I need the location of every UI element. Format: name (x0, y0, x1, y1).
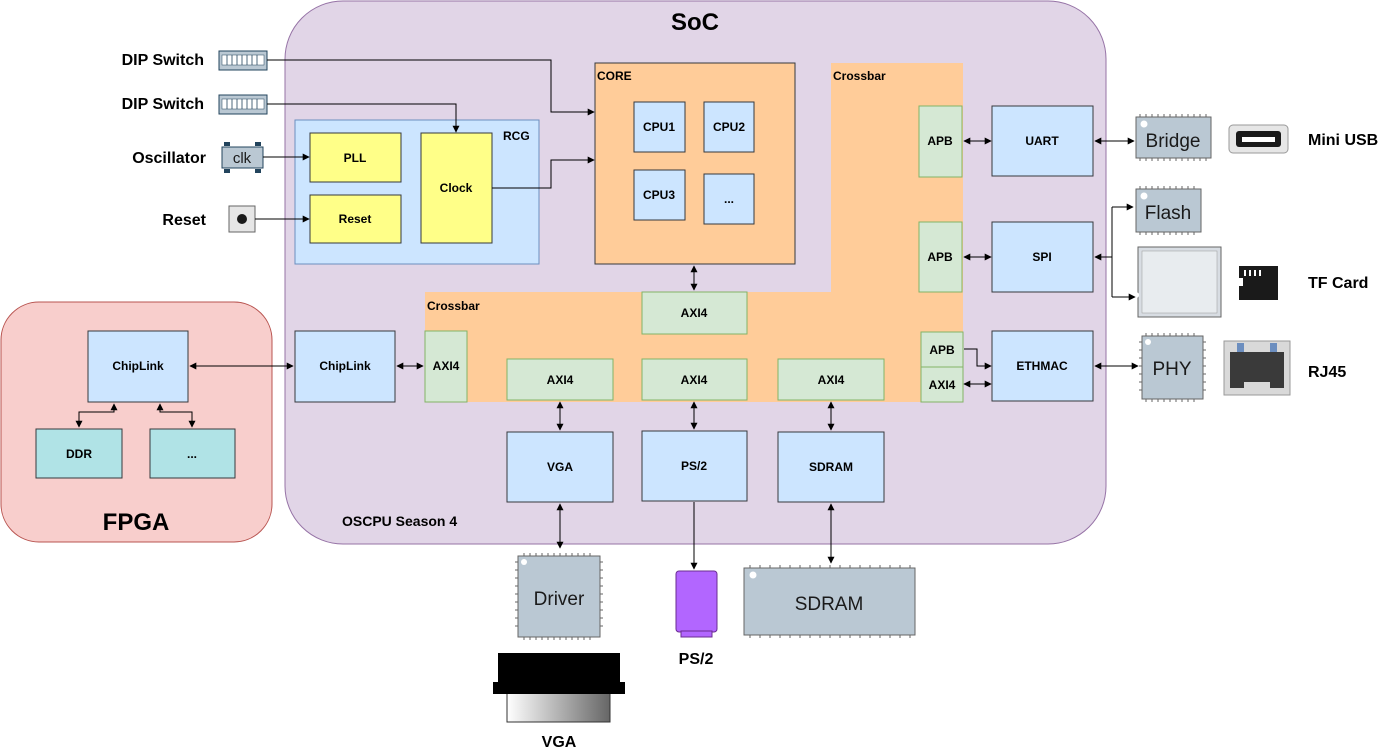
cpu3-label: CPU3 (643, 188, 675, 202)
sdram-chip-icon (743, 565, 916, 638)
clock-block (420, 132, 493, 244)
fpga-title: FPGA (103, 509, 170, 536)
vga-connector-icon (493, 653, 625, 723)
axi4-sdram-bus (777, 358, 885, 401)
rj45-label: RJ45 (1308, 364, 1346, 381)
spi-label: SPI (1032, 250, 1051, 264)
dip-switch-1-label: DIP Switch (122, 52, 204, 69)
apb-spi-bus (918, 221, 963, 293)
axi4-ps2-bus (641, 358, 748, 401)
oscillator-icon: clk (221, 142, 264, 173)
rj45-jack-icon (1223, 340, 1291, 396)
reset-button-icon (228, 205, 256, 233)
mini-usb-label: Mini USB (1308, 132, 1378, 149)
dip-switch-2-icon (218, 94, 268, 115)
core-label: CORE (597, 69, 632, 83)
bridge-label: Bridge (1146, 131, 1201, 152)
oscillator-label: Oscillator (132, 150, 206, 167)
axi4-core-bus (641, 291, 748, 335)
apb-eth-label: APB (929, 343, 955, 357)
crossbar-top-label: Crossbar (833, 69, 886, 83)
phy-label: PHY (1152, 359, 1191, 380)
reset-input-label: Reset (162, 212, 206, 229)
ethmac-label: ETHMAC (1016, 359, 1068, 373)
dip-switch-2-label: DIP Switch (122, 96, 204, 113)
cpu1-block (633, 101, 686, 153)
bridge-chip-icon (1135, 114, 1212, 161)
connection-wires (75, 59, 1139, 570)
ddr-label: DDR (66, 447, 92, 461)
cpu3-block (633, 169, 686, 221)
ps2-label: PS/2 (679, 651, 714, 668)
tf-card-label: TF Card (1308, 275, 1368, 292)
reset-block-label: Reset (339, 212, 372, 226)
chiplink-soc-label: ChipLink (319, 359, 371, 373)
soc-title: SoC (671, 9, 719, 36)
ps2-ctrl-block (641, 430, 748, 502)
vga-ctrl-block (506, 431, 614, 503)
ddr-block (35, 428, 123, 479)
chiplink-fpga-block (87, 330, 189, 403)
axi4-vga-label: AXI4 (547, 373, 574, 387)
pll-label: PLL (344, 151, 367, 165)
ps2-ctrl-label: PS/2 (681, 459, 707, 473)
mini-usb-icon (1228, 124, 1289, 154)
sdram-ctrl-block (777, 431, 885, 503)
uart-block (991, 105, 1094, 177)
apb-spi-label: APB (927, 250, 953, 264)
axi4-eth-label: AXI4 (929, 378, 956, 392)
phy-chip-icon (1139, 333, 1206, 402)
cpu-more-block (703, 173, 755, 225)
uart-label: UART (1025, 134, 1059, 148)
crossbar-bottom-label: Crossbar (427, 299, 480, 313)
spi-block (991, 221, 1094, 293)
fpga-more-block (149, 428, 236, 479)
axi4-vga-bus (506, 358, 614, 401)
clock-label: Clock (440, 181, 473, 195)
axi4-eth-bus (920, 366, 964, 403)
axi4-core-label: AXI4 (681, 306, 708, 320)
vga-driver-chip-icon (515, 553, 603, 640)
apb-eth-bus (920, 331, 964, 368)
dip-switch-1-icon (218, 50, 268, 71)
rcg-label: RCG (503, 129, 530, 143)
cpu2-block (703, 101, 755, 153)
apb-uart-label: APB (927, 134, 953, 148)
apb-uart-bus (918, 105, 963, 178)
pll-block (309, 132, 402, 183)
tf-card-slot-icon (1133, 246, 1222, 318)
ethmac-block (991, 330, 1094, 402)
fpga-container (0, 301, 273, 543)
axi4-chiplink-bus (424, 330, 468, 403)
sdram-chip-label: SDRAM (795, 594, 864, 615)
flash-chip-icon (1135, 186, 1202, 235)
cpu2-label: CPU2 (713, 120, 745, 134)
cpu-more-label: ... (724, 192, 734, 206)
ps2-connector-icon (675, 570, 718, 638)
sdram-ctrl-label: SDRAM (809, 460, 853, 474)
chiplink-soc-block (294, 330, 396, 403)
tf-card-icon (1239, 266, 1278, 300)
axi4-chiplink-label: AXI4 (433, 359, 460, 373)
oscillator-chip-text: clk (233, 150, 252, 167)
reset-block (309, 194, 402, 244)
chiplink-fpga-label: ChipLink (112, 359, 164, 373)
soc-subtitle: OSCPU Season 4 (342, 513, 457, 529)
cpu1-label: CPU1 (643, 120, 675, 134)
core-block (594, 62, 796, 265)
vga-label: VGA (542, 734, 577, 751)
driver-label: Driver (534, 589, 585, 610)
axi4-ps2-label: AXI4 (681, 373, 708, 387)
axi4-sdram-label: AXI4 (818, 373, 845, 387)
flash-label: Flash (1145, 203, 1191, 224)
vga-ctrl-label: VGA (547, 460, 573, 474)
fpga-more-label: ... (187, 447, 197, 461)
